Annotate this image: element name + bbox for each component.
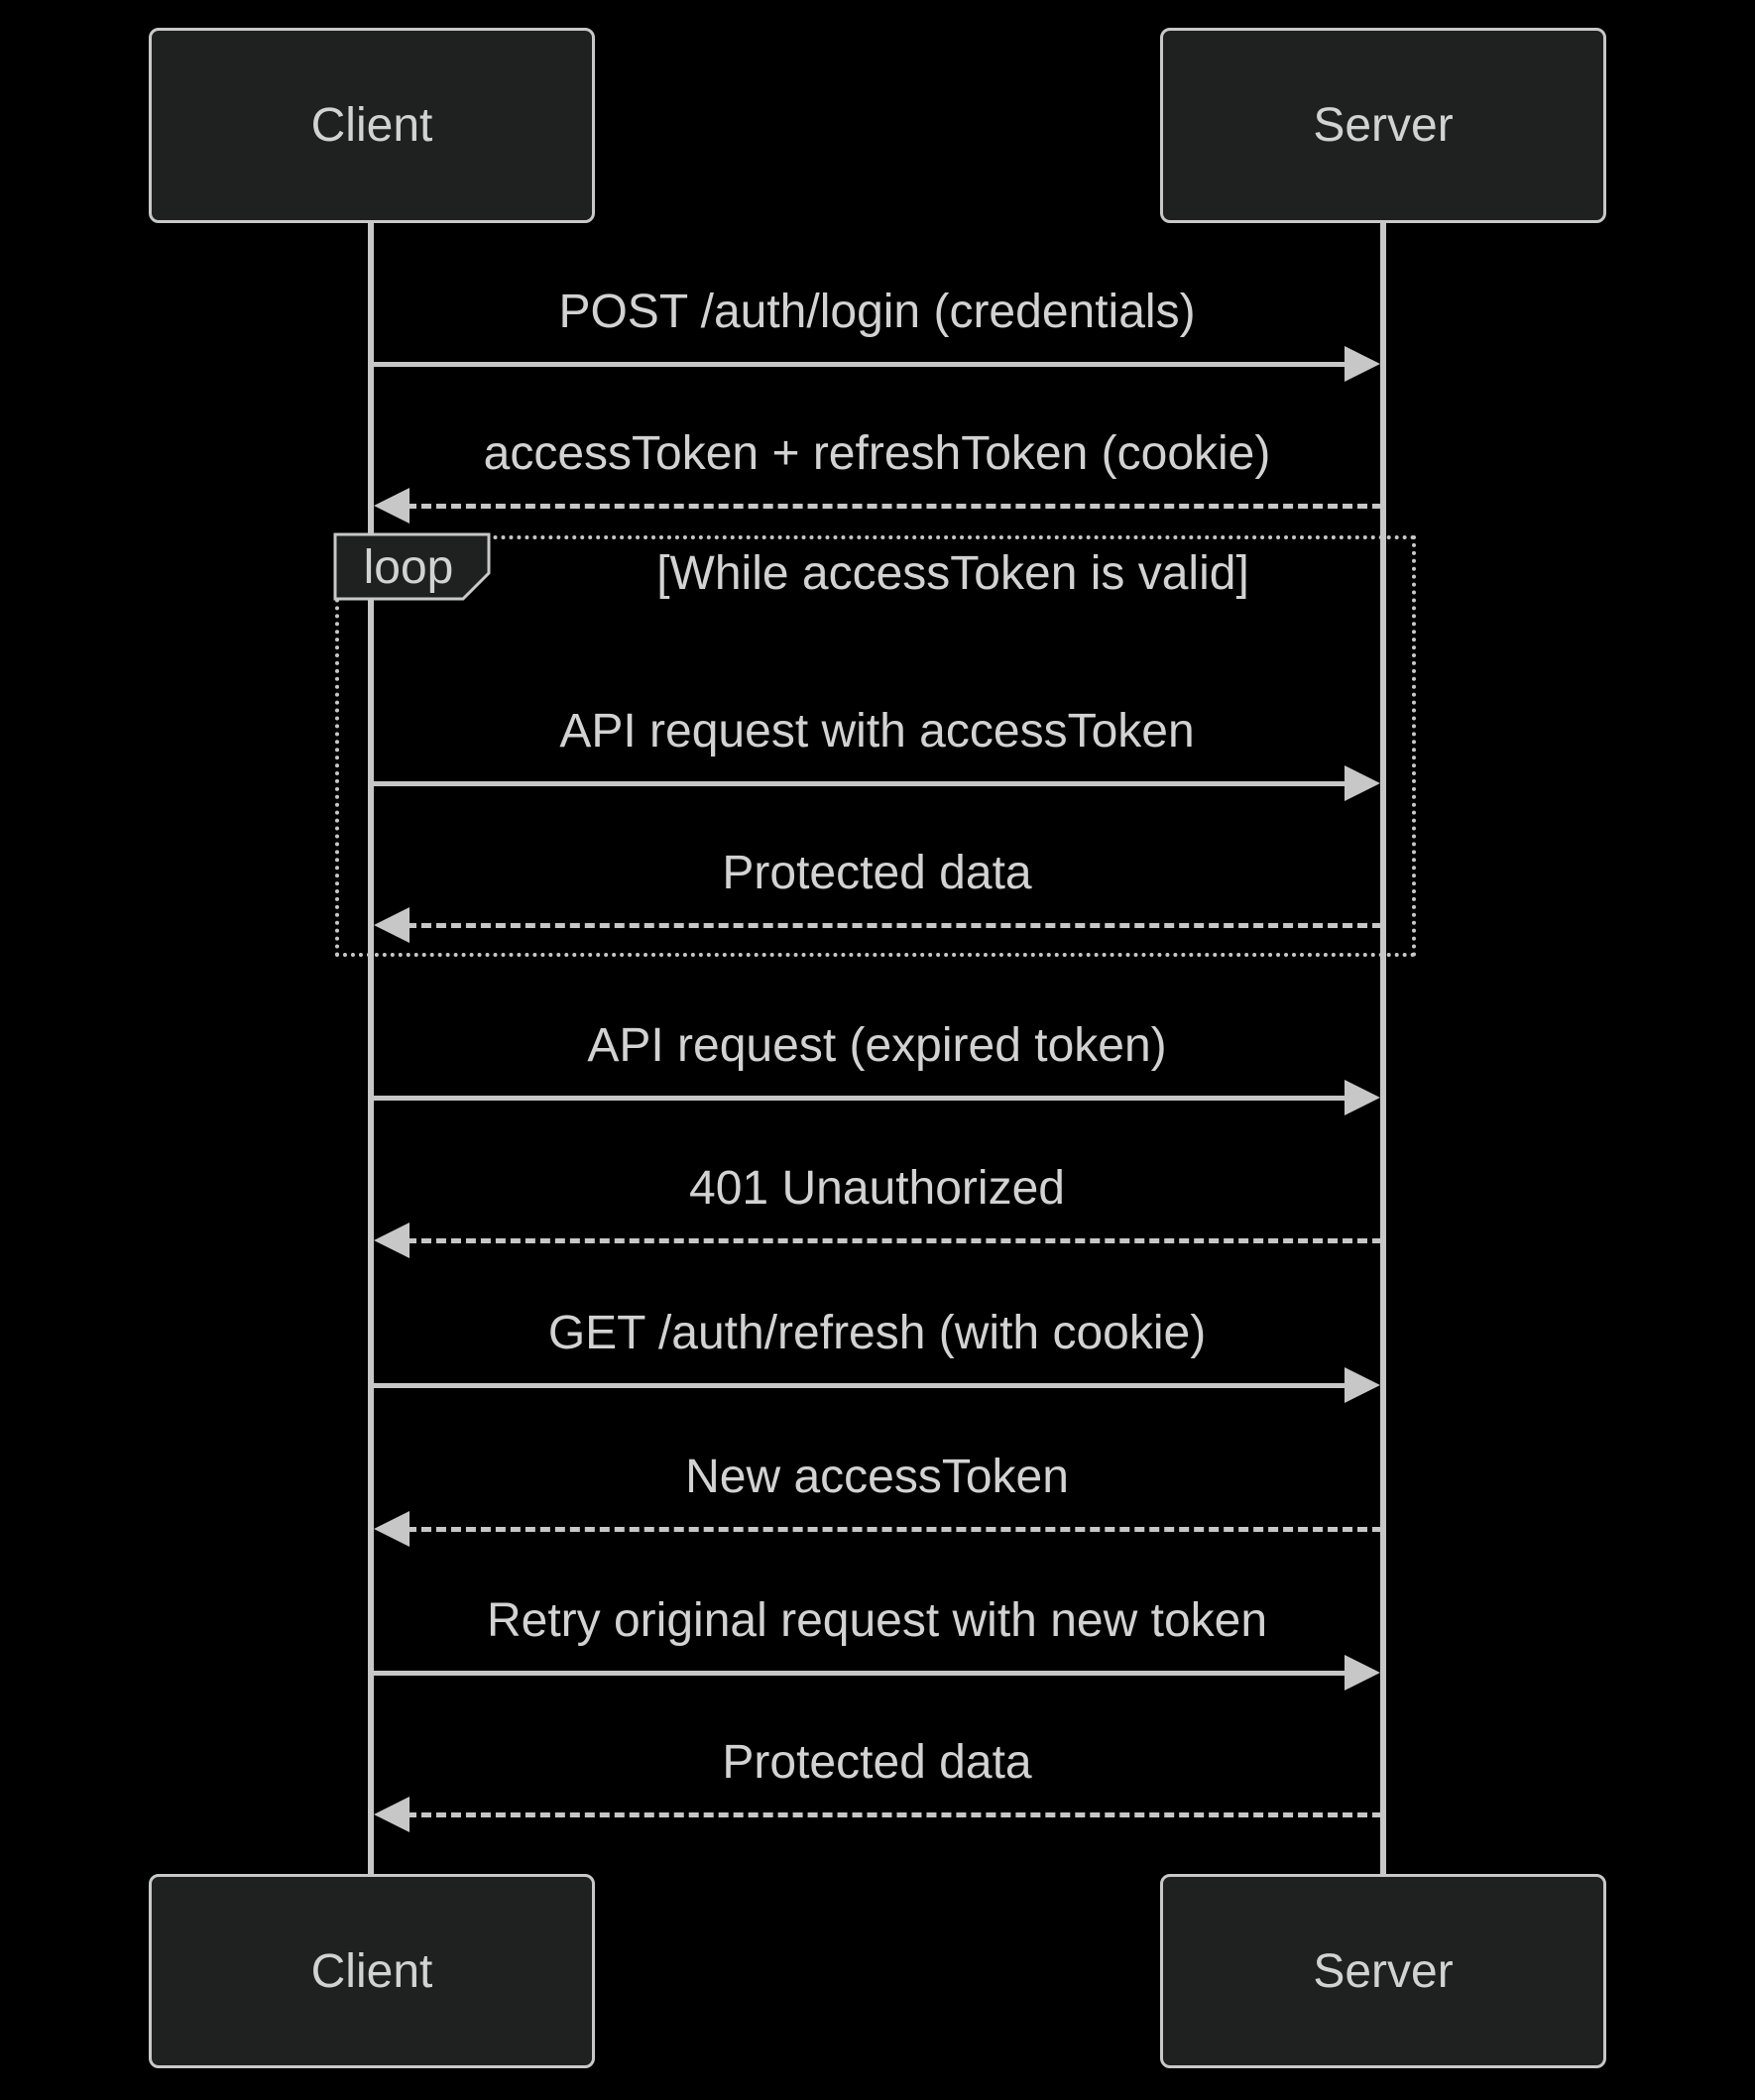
message-line	[407, 1527, 1382, 1532]
arrowhead-left-icon	[374, 907, 410, 943]
message-line	[407, 923, 1382, 928]
arrowhead-right-icon	[1345, 1080, 1380, 1115]
message-expired-token-request: API request (expired token)	[371, 1016, 1383, 1116]
message-api-request: API request with accessToken	[371, 702, 1383, 802]
arrowhead-right-icon	[1345, 1655, 1380, 1691]
loop-frame	[335, 535, 1416, 957]
message-text: API request (expired token)	[587, 1019, 1167, 1072]
message-text: 401 Unauthorized	[689, 1162, 1065, 1215]
message-protected-data-final: Protected data	[371, 1733, 1383, 1833]
actor-server-top-box: Server	[1160, 28, 1606, 223]
actor-client-label: Client	[310, 1945, 433, 1998]
arrowhead-left-icon	[374, 1511, 410, 1547]
message-text: Protected data	[722, 847, 1032, 899]
actor-server-bottom-box: Server	[1160, 1874, 1606, 2068]
loop-condition-text: [While accessToken is valid]	[656, 547, 1249, 600]
loop-label-box: loop	[333, 532, 491, 601]
arrowhead-right-icon	[1345, 346, 1380, 382]
arrowhead-left-icon	[374, 1223, 410, 1258]
arrowhead-left-icon	[374, 488, 410, 524]
message-line	[407, 1812, 1382, 1817]
actor-client-top-box: Client	[149, 28, 595, 223]
message-line	[371, 1096, 1346, 1101]
arrowhead-right-icon	[1345, 765, 1380, 801]
arrowhead-right-icon	[1345, 1367, 1380, 1403]
message-line	[371, 781, 1346, 786]
message-text: New accessToken	[685, 1451, 1069, 1503]
loop-label-text: loop	[364, 541, 454, 594]
message-retry-request: Retry original request with new token	[371, 1591, 1383, 1692]
message-refresh-request: GET /auth/refresh (with cookie)	[371, 1304, 1383, 1404]
actor-server-label: Server	[1313, 99, 1454, 152]
client-lifeline	[368, 223, 374, 1874]
actor-client-bottom-box: Client	[149, 1874, 595, 2068]
server-lifeline	[1380, 223, 1386, 1874]
message-line	[371, 1671, 1346, 1676]
message-text: API request with accessToken	[559, 705, 1195, 758]
message-text: GET /auth/refresh (with cookie)	[547, 1307, 1207, 1359]
message-line	[371, 362, 1346, 367]
message-new-access-token: New accessToken	[371, 1448, 1383, 1548]
message-line	[371, 1383, 1346, 1388]
message-tokens-response: accessToken + refreshToken (cookie)	[371, 424, 1383, 525]
arrowhead-left-icon	[374, 1797, 410, 1832]
message-401-unauthorized: 401 Unauthorized	[371, 1159, 1383, 1259]
message-text: Protected data	[722, 1736, 1032, 1789]
loop-label-pentagon	[333, 532, 491, 601]
message-line	[407, 504, 1382, 509]
message-protected-data-loop: Protected data	[371, 844, 1383, 944]
message-post-login: POST /auth/login (credentials)	[371, 283, 1383, 383]
actor-server-label: Server	[1313, 1945, 1454, 1998]
message-text: POST /auth/login (credentials)	[558, 286, 1196, 338]
message-text: Retry original request with new token	[486, 1594, 1268, 1647]
actor-client-label: Client	[310, 99, 433, 152]
message-text: accessToken + refreshToken (cookie)	[483, 427, 1271, 480]
message-line	[407, 1238, 1382, 1243]
